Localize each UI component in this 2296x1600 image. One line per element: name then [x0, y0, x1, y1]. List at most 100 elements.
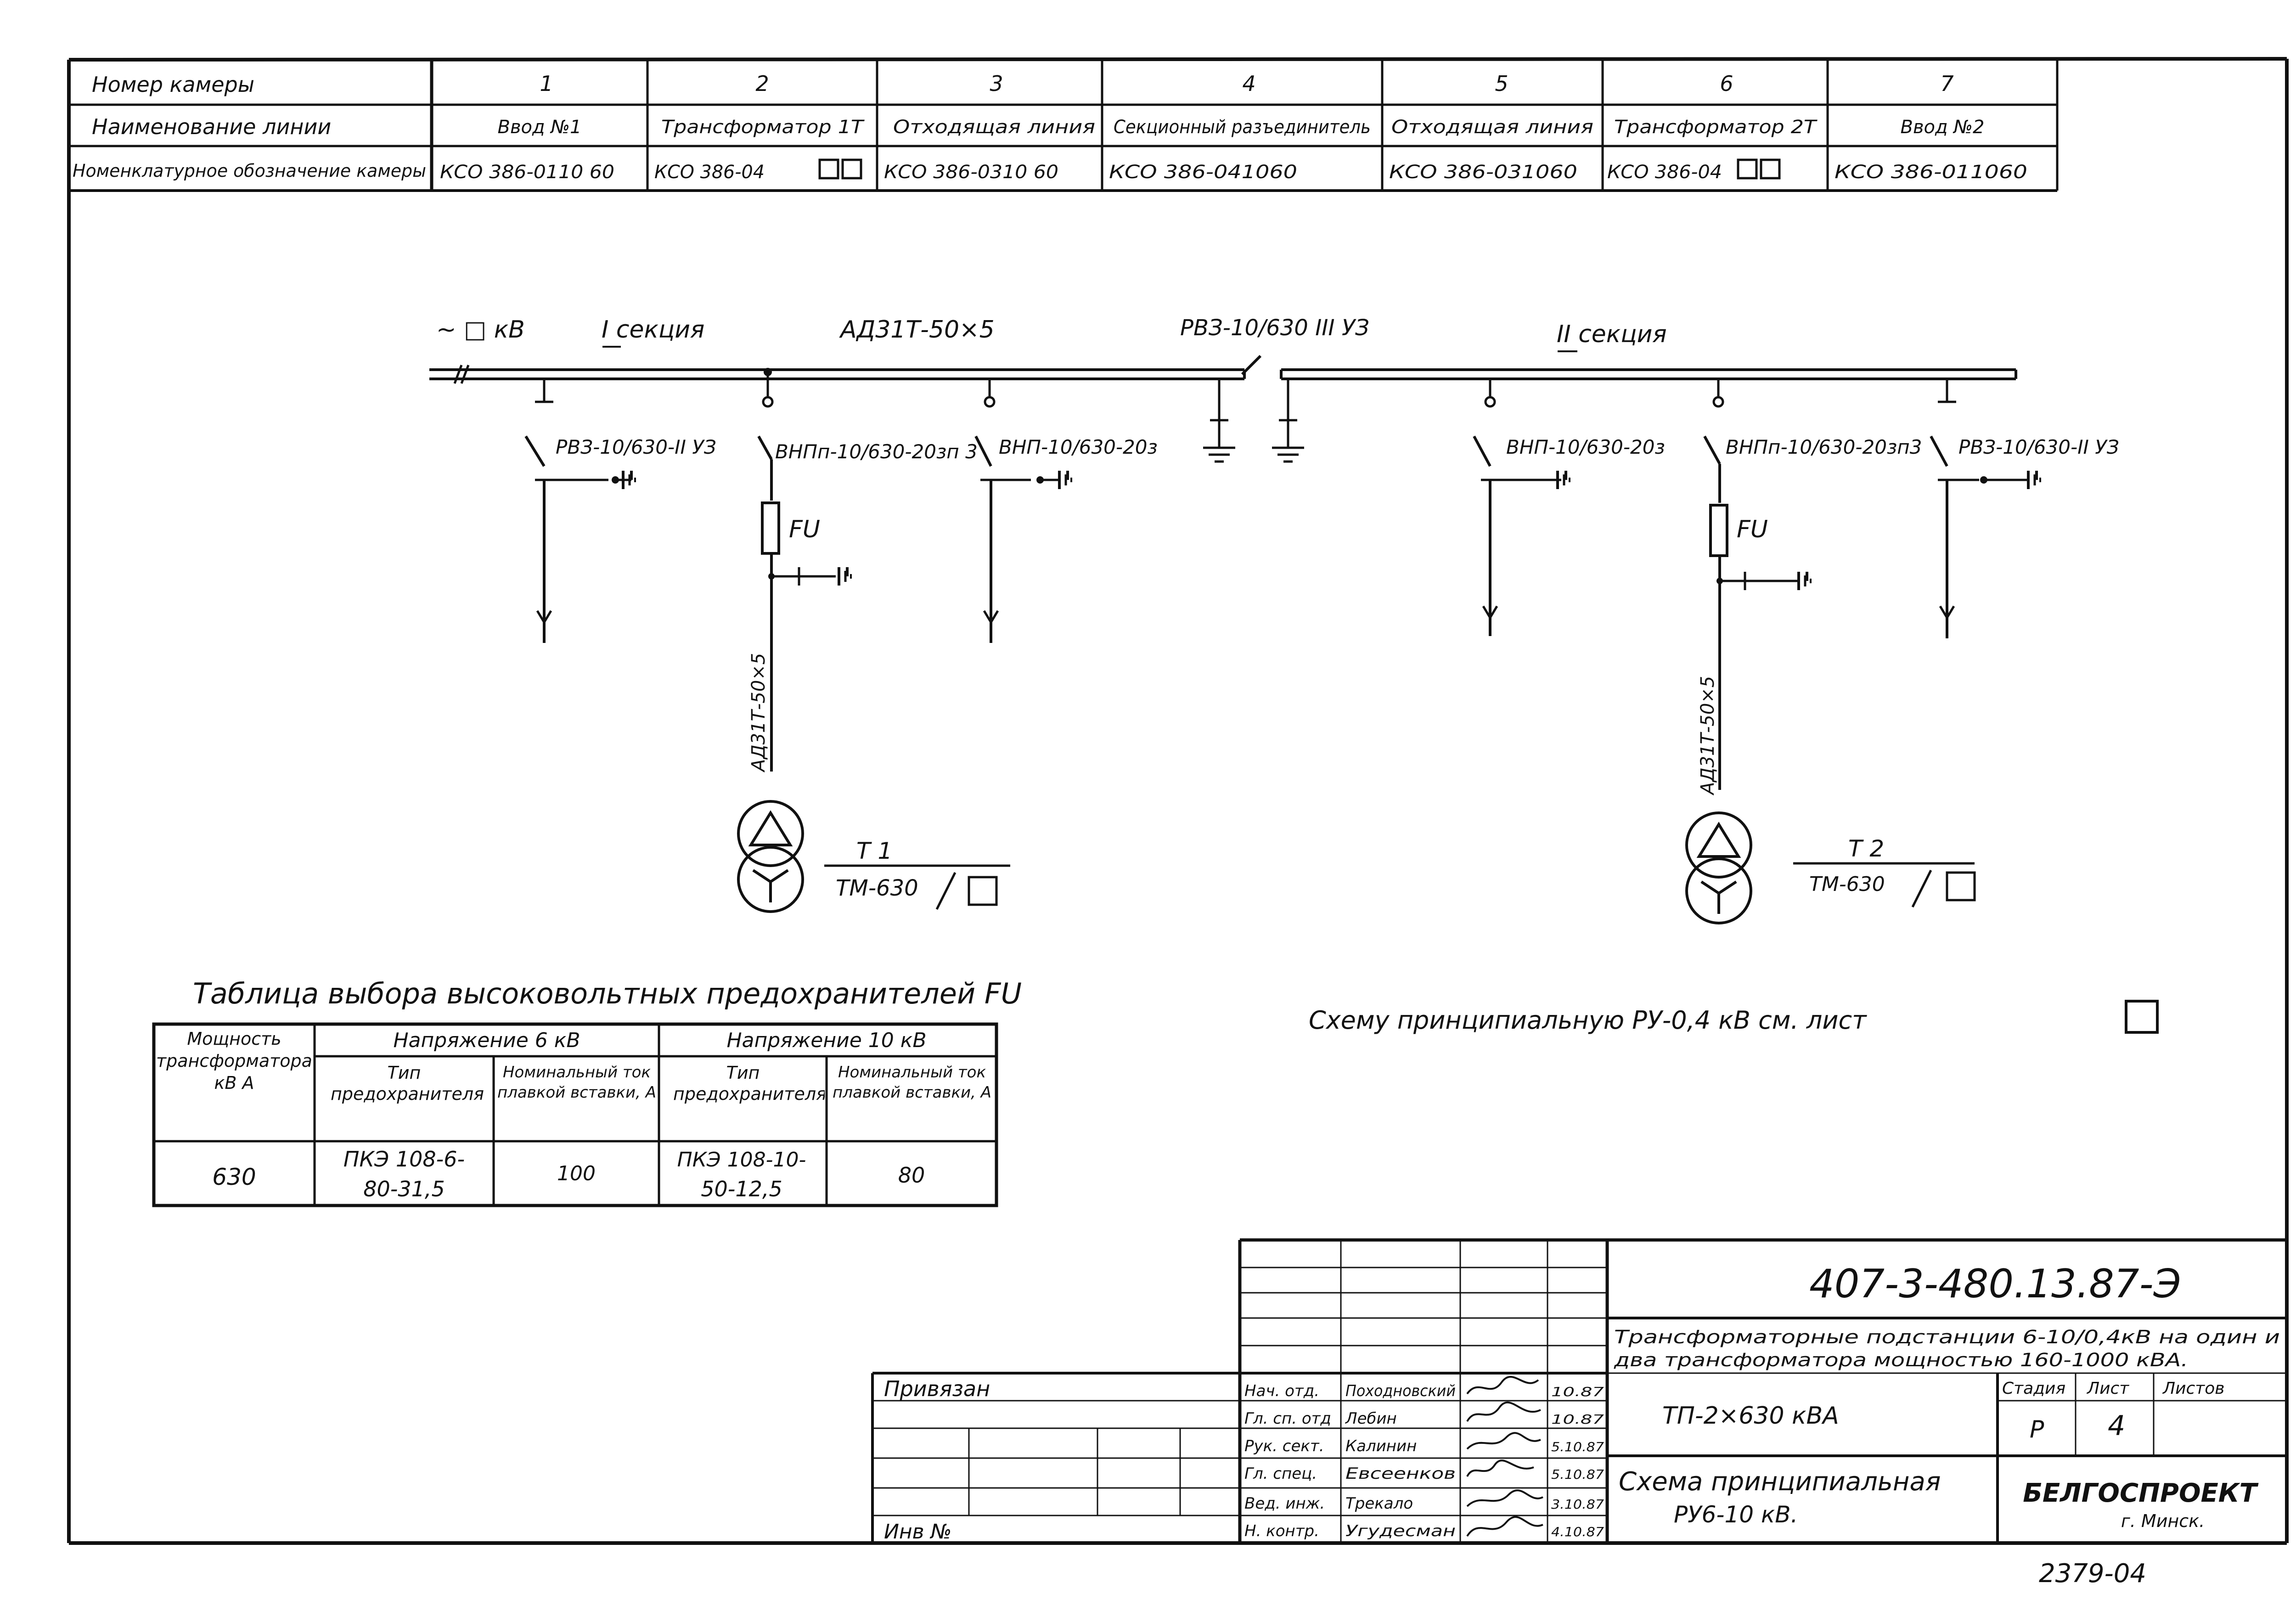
row-label-designation: Номенклатурное обозначение камеры	[73, 161, 426, 181]
chamber-designation: КСО 386-041060	[1109, 162, 1297, 183]
staff-list: Нач. отд. Гл. сп. отд Рук. сект. Гл. спе…	[1244, 1382, 1604, 1540]
transformer-1-type: ТМ-630	[836, 875, 918, 901]
col-current-10: Номинальный ток плавкой вставки, А	[833, 1063, 991, 1102]
chamber-name: Ввод №2	[1901, 117, 1985, 138]
col-power-header: Мощность трансформатора кВ А	[156, 1029, 312, 1093]
staff-name: Угудесман	[1345, 1522, 1456, 1540]
staff-role: Гл. спец.	[1244, 1465, 1317, 1483]
feeder-2	[737, 368, 851, 913]
title-block-grid	[871, 1238, 2287, 1543]
staff-name: Калинин	[1345, 1437, 1417, 1455]
chamber-number: 5	[1495, 71, 1508, 96]
feeder-5	[1473, 379, 1570, 636]
staff-name: Лебин	[1345, 1409, 1397, 1428]
drawing-title-line1: Схема принципиальная	[1619, 1467, 1941, 1497]
fuse-label-2: FU	[1737, 516, 1768, 543]
cell-type-10-line1: ПКЭ 108-10-	[677, 1148, 806, 1172]
organization-name: БЕЛГОСПРОЕКТ	[2023, 1478, 2258, 1508]
feeder-1	[524, 379, 635, 643]
signature	[1466, 1516, 1543, 1537]
transformer-2-type: ТМ-630	[1809, 873, 1885, 896]
staff-role: Рук. сект.	[1244, 1437, 1324, 1455]
blank-box	[818, 158, 839, 180]
staff-date: 3.10.87	[1551, 1497, 1604, 1512]
archive-number: 2379-04	[2039, 1559, 2146, 1589]
signature	[1466, 1489, 1543, 1507]
cell-current-10: 80	[898, 1163, 925, 1188]
cable-label-1: АД31Т-50×5	[748, 653, 769, 773]
section-1-label: I секция	[602, 316, 704, 344]
feeder-3	[974, 379, 1071, 643]
cell-current-6: 100	[557, 1162, 596, 1185]
staff-role: Вед. инж.	[1244, 1494, 1325, 1513]
device-label-1: РВЗ-10/630-II УЗ	[556, 436, 716, 458]
col-current-6: Номинальный ток плавкой вставки, А	[497, 1063, 656, 1102]
staff-name: Походновский	[1345, 1382, 1456, 1400]
bound-label: Привязан	[884, 1376, 990, 1401]
signature	[1466, 1375, 1539, 1395]
staff-date: 5.10.87	[1551, 1467, 1604, 1482]
section-2-label: II секция	[1557, 321, 1667, 348]
signature	[1466, 1459, 1534, 1477]
device-label-7: РВЗ-10/630-II УЗ	[1958, 436, 2119, 458]
busbar-label: АД31Т-50×5	[839, 316, 995, 344]
blank-box	[968, 876, 998, 906]
sheet-value: 4	[2108, 1410, 2125, 1442]
chamber-designation: КСО 386-0110 60	[440, 162, 614, 183]
row-label-line-name: Наименование линии	[92, 114, 331, 139]
outer-frame	[67, 57, 2289, 1545]
chamber-number: 7	[1940, 71, 1953, 96]
chamber-designation: КСО 386-04	[654, 162, 765, 183]
inventory-label: Инв №	[884, 1520, 951, 1544]
chamber-designation: КСО 386-0310 60	[884, 162, 1058, 183]
staff-role: Н. контр.	[1244, 1522, 1319, 1540]
signature	[1466, 1401, 1541, 1422]
row-label-number: Номер камеры	[92, 72, 254, 97]
project-title-line2: два трансформатора мощностью 160-1000 кВ…	[1614, 1350, 2188, 1371]
project-title-line1: Трансформаторные подстанции 6-10/0,4кВ н…	[1614, 1327, 2280, 1348]
transformer-1-name: Т 1	[856, 838, 892, 864]
object-name: ТП-2×630 кВА	[1662, 1402, 1839, 1430]
chamber-name: Отходящая линия	[1391, 117, 1593, 138]
staff-name: Трекало	[1345, 1494, 1413, 1513]
chamber-name: Трансформатор 1Т	[661, 117, 865, 138]
col-type-10: Тип предохранителя	[673, 1063, 825, 1104]
cable-label-2: АД31Т-50×5	[1697, 676, 1718, 796]
voltage-label: ~ □ кВ	[436, 316, 525, 344]
device-label-5: ВНП-10/630-20з	[1506, 436, 1665, 458]
chamber-number: 6	[1720, 71, 1733, 96]
device-label-2: ВНПп-10/630-20зп 3	[775, 440, 978, 463]
device-label-3: ВНП-10/630-20з	[999, 436, 1158, 458]
staff-date: 10.87	[1551, 1384, 1604, 1399]
chamber-designation: КСО 386-011060	[1835, 162, 2027, 183]
cell-type-6-line2: 80-31,5	[363, 1177, 445, 1201]
sectional-disconnector	[1203, 355, 1304, 463]
chamber-name: Секционный разъединитель	[1114, 117, 1371, 138]
blank-box	[1737, 158, 1758, 180]
chamber-designation: КСО 386-04	[1607, 162, 1722, 183]
staff-role: Нач. отд.	[1244, 1382, 1319, 1400]
chamber-designation: КСО 386-031060	[1389, 162, 1577, 183]
drawing-code: 407-3-480.13.87-Э	[1809, 1261, 2181, 1307]
note-ru04: Схему принципиальную РУ-0,4 кВ см. лист	[1309, 1006, 1867, 1035]
staff-date: 4.10.87	[1551, 1524, 1604, 1539]
sectional-disconnector-label: РВЗ-10/630 III УЗ	[1180, 315, 1369, 341]
signature	[1466, 1432, 1541, 1450]
fuse-table-title: Таблица выбора высоковольтных предохрани…	[193, 977, 1022, 1010]
staff-date: 10.87	[1551, 1412, 1604, 1427]
feeder-7	[1930, 379, 2040, 638]
organization-city: г. Минск.	[2121, 1511, 2205, 1531]
blank-box	[1760, 158, 1781, 180]
fuse-label-1: FU	[789, 516, 820, 543]
busbar-section-2	[1280, 368, 2017, 380]
sheets-label: Листов	[2162, 1379, 2224, 1398]
chamber-number: 4	[1242, 71, 1255, 96]
cell-power: 630	[212, 1164, 256, 1190]
chamber-number: 1	[540, 71, 553, 96]
group-10kv-header: Напряжение 10 кВ	[726, 1029, 926, 1052]
chamber-name: Ввод №1	[498, 117, 582, 138]
device-label-6: ВНПп-10/630-20зп3	[1726, 436, 1922, 458]
group-6kv-header: Напряжение 6 кВ	[393, 1029, 580, 1052]
fuse-table	[152, 1022, 998, 1207]
